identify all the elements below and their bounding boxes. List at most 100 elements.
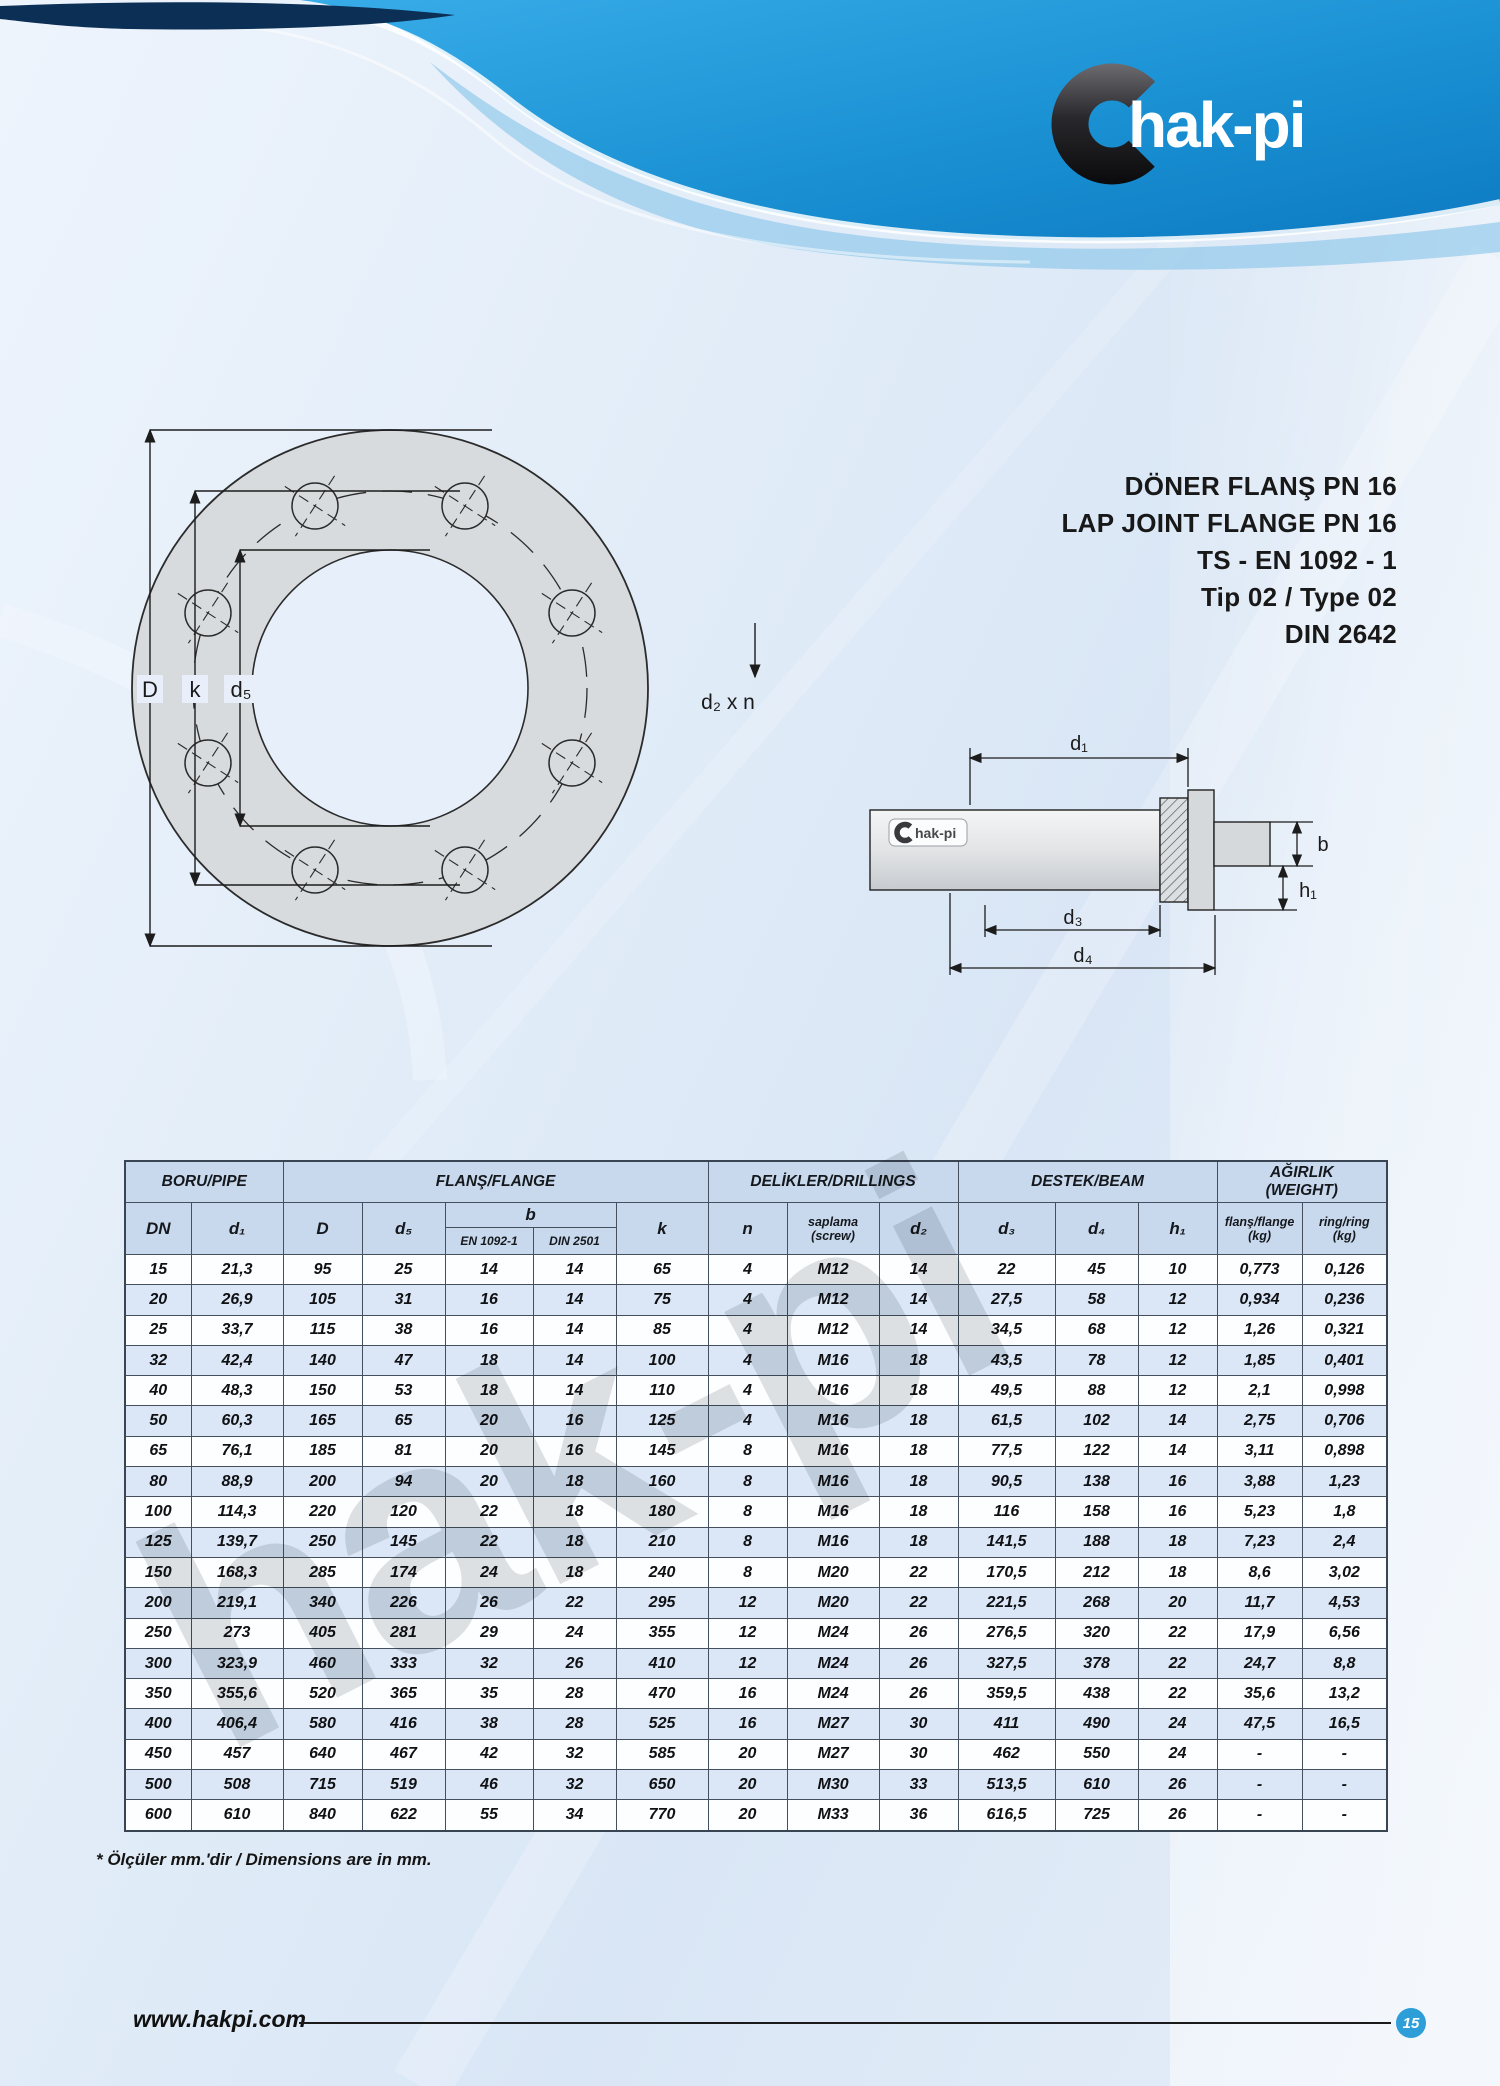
table-cell: 460 [282, 1647, 363, 1680]
col-ring-weight: ring/ring (kg) [1301, 1202, 1388, 1255]
table-cell: 35 [444, 1678, 534, 1710]
table-cell: 221,5 [957, 1587, 1056, 1619]
table-cell: 200 [282, 1466, 363, 1498]
table-cell: - [1216, 1769, 1303, 1801]
col-ring-weight-line2: (kg) [1332, 1228, 1356, 1243]
table-cell: 28 [532, 1678, 617, 1710]
table-cell: 600 [124, 1799, 192, 1832]
table-cell: 122 [1054, 1435, 1139, 1468]
table-cell: 26 [878, 1647, 959, 1680]
table-cell: 2,75 [1216, 1405, 1303, 1437]
table-cell: 105 [282, 1284, 363, 1316]
table-cell: 16 [1137, 1466, 1218, 1498]
table-cell: 467 [361, 1738, 446, 1771]
flange-front-view-drawing: D k d₅ d₂ x n [131, 428, 761, 948]
table-group-header-row: BORU/PIPE FLANŞ/FLANGE DELİKLER/DRILLING… [124, 1160, 1388, 1203]
table-cell: 140 [282, 1344, 363, 1377]
table-cell: 220 [282, 1496, 363, 1528]
table-cell: - [1301, 1769, 1388, 1801]
table-cell: 8,8 [1301, 1647, 1388, 1680]
table-cell: 18 [1137, 1556, 1218, 1589]
table-cell: 18 [878, 1405, 959, 1437]
table-cell: 125 [615, 1405, 709, 1437]
table-cell: 0,401 [1301, 1344, 1388, 1377]
table-cell: 513,5 [957, 1769, 1056, 1801]
table-cell: 31 [361, 1284, 446, 1316]
table-cell: 24 [1137, 1738, 1218, 1771]
table-cell: 32 [444, 1647, 534, 1680]
table-cell: 640 [282, 1738, 363, 1771]
table-cell: 840 [282, 1799, 363, 1832]
table-cell: 12 [707, 1617, 788, 1649]
brand-wordmark: hak-pi [1128, 89, 1306, 161]
table-cell: 8 [707, 1466, 788, 1498]
flange-bore-circle [251, 549, 529, 827]
col-screw: saplama (screw) [786, 1202, 880, 1255]
table-cell: 34 [532, 1799, 617, 1832]
col-screw-line2: (screw) [811, 1228, 855, 1243]
table-cell: 525 [615, 1708, 709, 1740]
table-cell: 14 [532, 1375, 617, 1407]
table-cell: 65 [124, 1435, 192, 1468]
table-cell: 276,5 [957, 1617, 1056, 1649]
group-weight-line2: (WEIGHT) [1265, 1182, 1338, 1199]
table-cell: 49,5 [957, 1375, 1056, 1407]
table-cell: 359,5 [957, 1678, 1056, 1710]
table-cell: M16 [786, 1375, 880, 1407]
table-cell: 139,7 [190, 1526, 284, 1558]
table-cell: M33 [786, 1799, 880, 1832]
table-cell: 438 [1054, 1678, 1139, 1710]
dim-label-k: k [190, 677, 202, 702]
table-cell: 16 [532, 1405, 617, 1437]
table-cell: 60,3 [190, 1405, 284, 1437]
table-cell: 1,23 [1301, 1466, 1388, 1498]
table-cell: 285 [282, 1556, 363, 1589]
table-cell: 50 [124, 1405, 192, 1437]
table-cell: 10 [1137, 1253, 1218, 1286]
table-cell: M16 [786, 1496, 880, 1528]
table-cell: 18 [444, 1375, 534, 1407]
table-cell: 20 [1137, 1587, 1218, 1619]
table-cell: M16 [786, 1405, 880, 1437]
table-cell: 462 [957, 1738, 1056, 1771]
table-cell: 150 [124, 1556, 192, 1589]
table-cell: 22 [1137, 1678, 1218, 1710]
table-cell: 14 [532, 1253, 617, 1286]
table-cell: 47,5 [1216, 1708, 1303, 1740]
table-cell: 180 [615, 1496, 709, 1528]
table-cell: 22 [1137, 1647, 1218, 1680]
table-cell: 16 [1137, 1496, 1218, 1528]
table-cell: M20 [786, 1587, 880, 1619]
col-b-din: DIN 2501 [532, 1227, 617, 1255]
table-cell: 323,9 [190, 1647, 284, 1680]
table-cell: 14 [878, 1284, 959, 1316]
table-cell: - [1301, 1738, 1388, 1771]
table-cell: 47 [361, 1344, 446, 1377]
table-cell: 715 [282, 1769, 363, 1801]
section-dimension-lines [948, 748, 1313, 975]
table-cell: M16 [786, 1466, 880, 1498]
table-cell: 210 [615, 1526, 709, 1558]
table-cell: M16 [786, 1344, 880, 1377]
table-cell: 33,7 [190, 1314, 284, 1346]
table-cell: 622 [361, 1799, 446, 1832]
table-cell: 406,4 [190, 1708, 284, 1740]
loose-flange-plate [1187, 789, 1215, 911]
table-cell: 116 [957, 1496, 1056, 1528]
table-cell: 365 [361, 1678, 446, 1710]
table-cell: 53 [361, 1375, 446, 1407]
table-cell: 22 [444, 1496, 534, 1528]
table-cell: 110 [615, 1375, 709, 1407]
table-cell: M24 [786, 1647, 880, 1680]
table-cell: 81 [361, 1435, 446, 1468]
col-d2: d₂ [878, 1202, 959, 1255]
table-cell: 18 [878, 1435, 959, 1468]
page-number-badge: 15 [1396, 2008, 1426, 2038]
table-cell: 16 [707, 1708, 788, 1740]
footer-divider [299, 2022, 1391, 2024]
table-cell: 22 [878, 1587, 959, 1619]
table-cell: 88,9 [190, 1466, 284, 1498]
header-wave-graphic [0, 0, 1500, 270]
